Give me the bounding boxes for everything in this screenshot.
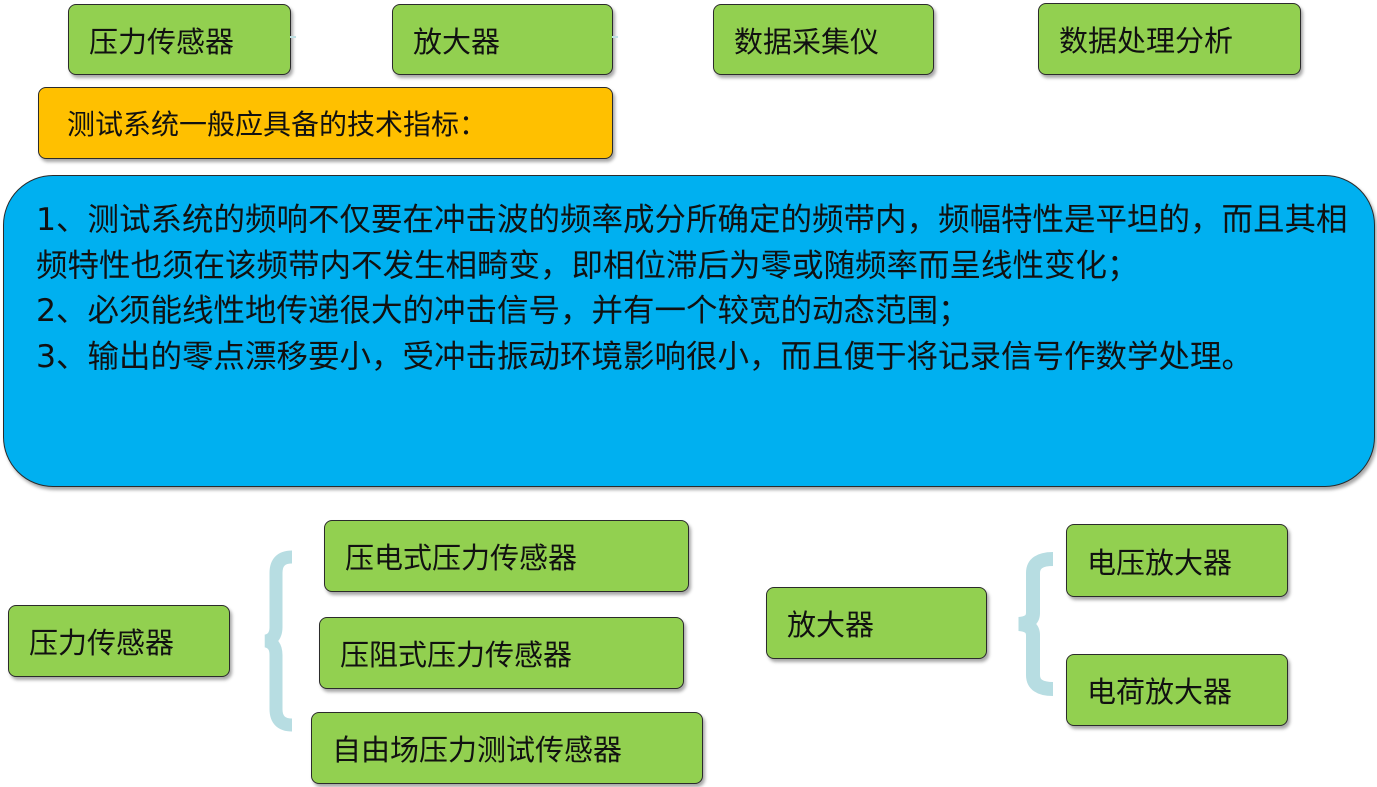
- amplifier-type-charge: 电荷放大器: [1066, 654, 1288, 726]
- sensor-brace: [264, 550, 293, 732]
- sensor-type-free-field: 自由场压力测试传感器: [311, 712, 703, 784]
- requirement-1: 1、测试系统的频响不仅要在冲击波的频率成分所确定的频带内，频幅特性是平坦的，而且…: [36, 202, 1348, 284]
- flow-connector: [612, 36, 618, 38]
- sensor-type-piezoresistive: 压阻式压力传感器: [319, 617, 684, 689]
- sensor-root: 压力传感器: [8, 605, 230, 677]
- amplifier-root: 放大器: [766, 587, 987, 659]
- requirements-panel: 1、测试系统的频响不仅要在冲击波的频率成分所确定的频带内，频幅特性是平坦的，而且…: [3, 175, 1375, 487]
- flow-connector: [290, 36, 296, 38]
- flow-node-sensor: 压力传感器: [68, 4, 291, 75]
- sensor-type-piezoelectric: 压电式压力传感器: [324, 520, 689, 592]
- amplifier-type-voltage: 电压放大器: [1066, 524, 1288, 597]
- amplifier-brace: [1018, 552, 1054, 696]
- flow-node-data-analysis: 数据处理分析: [1038, 3, 1301, 75]
- flow-node-amplifier: 放大器: [392, 4, 613, 75]
- requirements-heading: 测试系统一般应具备的技术指标：: [38, 87, 613, 159]
- flow-node-data-acquisition: 数据采集仪: [713, 4, 934, 75]
- requirement-2: 2、必须能线性地传递很大的冲击信号，并有一个较宽的动态范围；: [36, 293, 970, 329]
- requirement-3: 3、输出的零点漂移要小，受冲击振动环境影响很小，而且便于将记录信号作数学处理。: [36, 338, 1254, 375]
